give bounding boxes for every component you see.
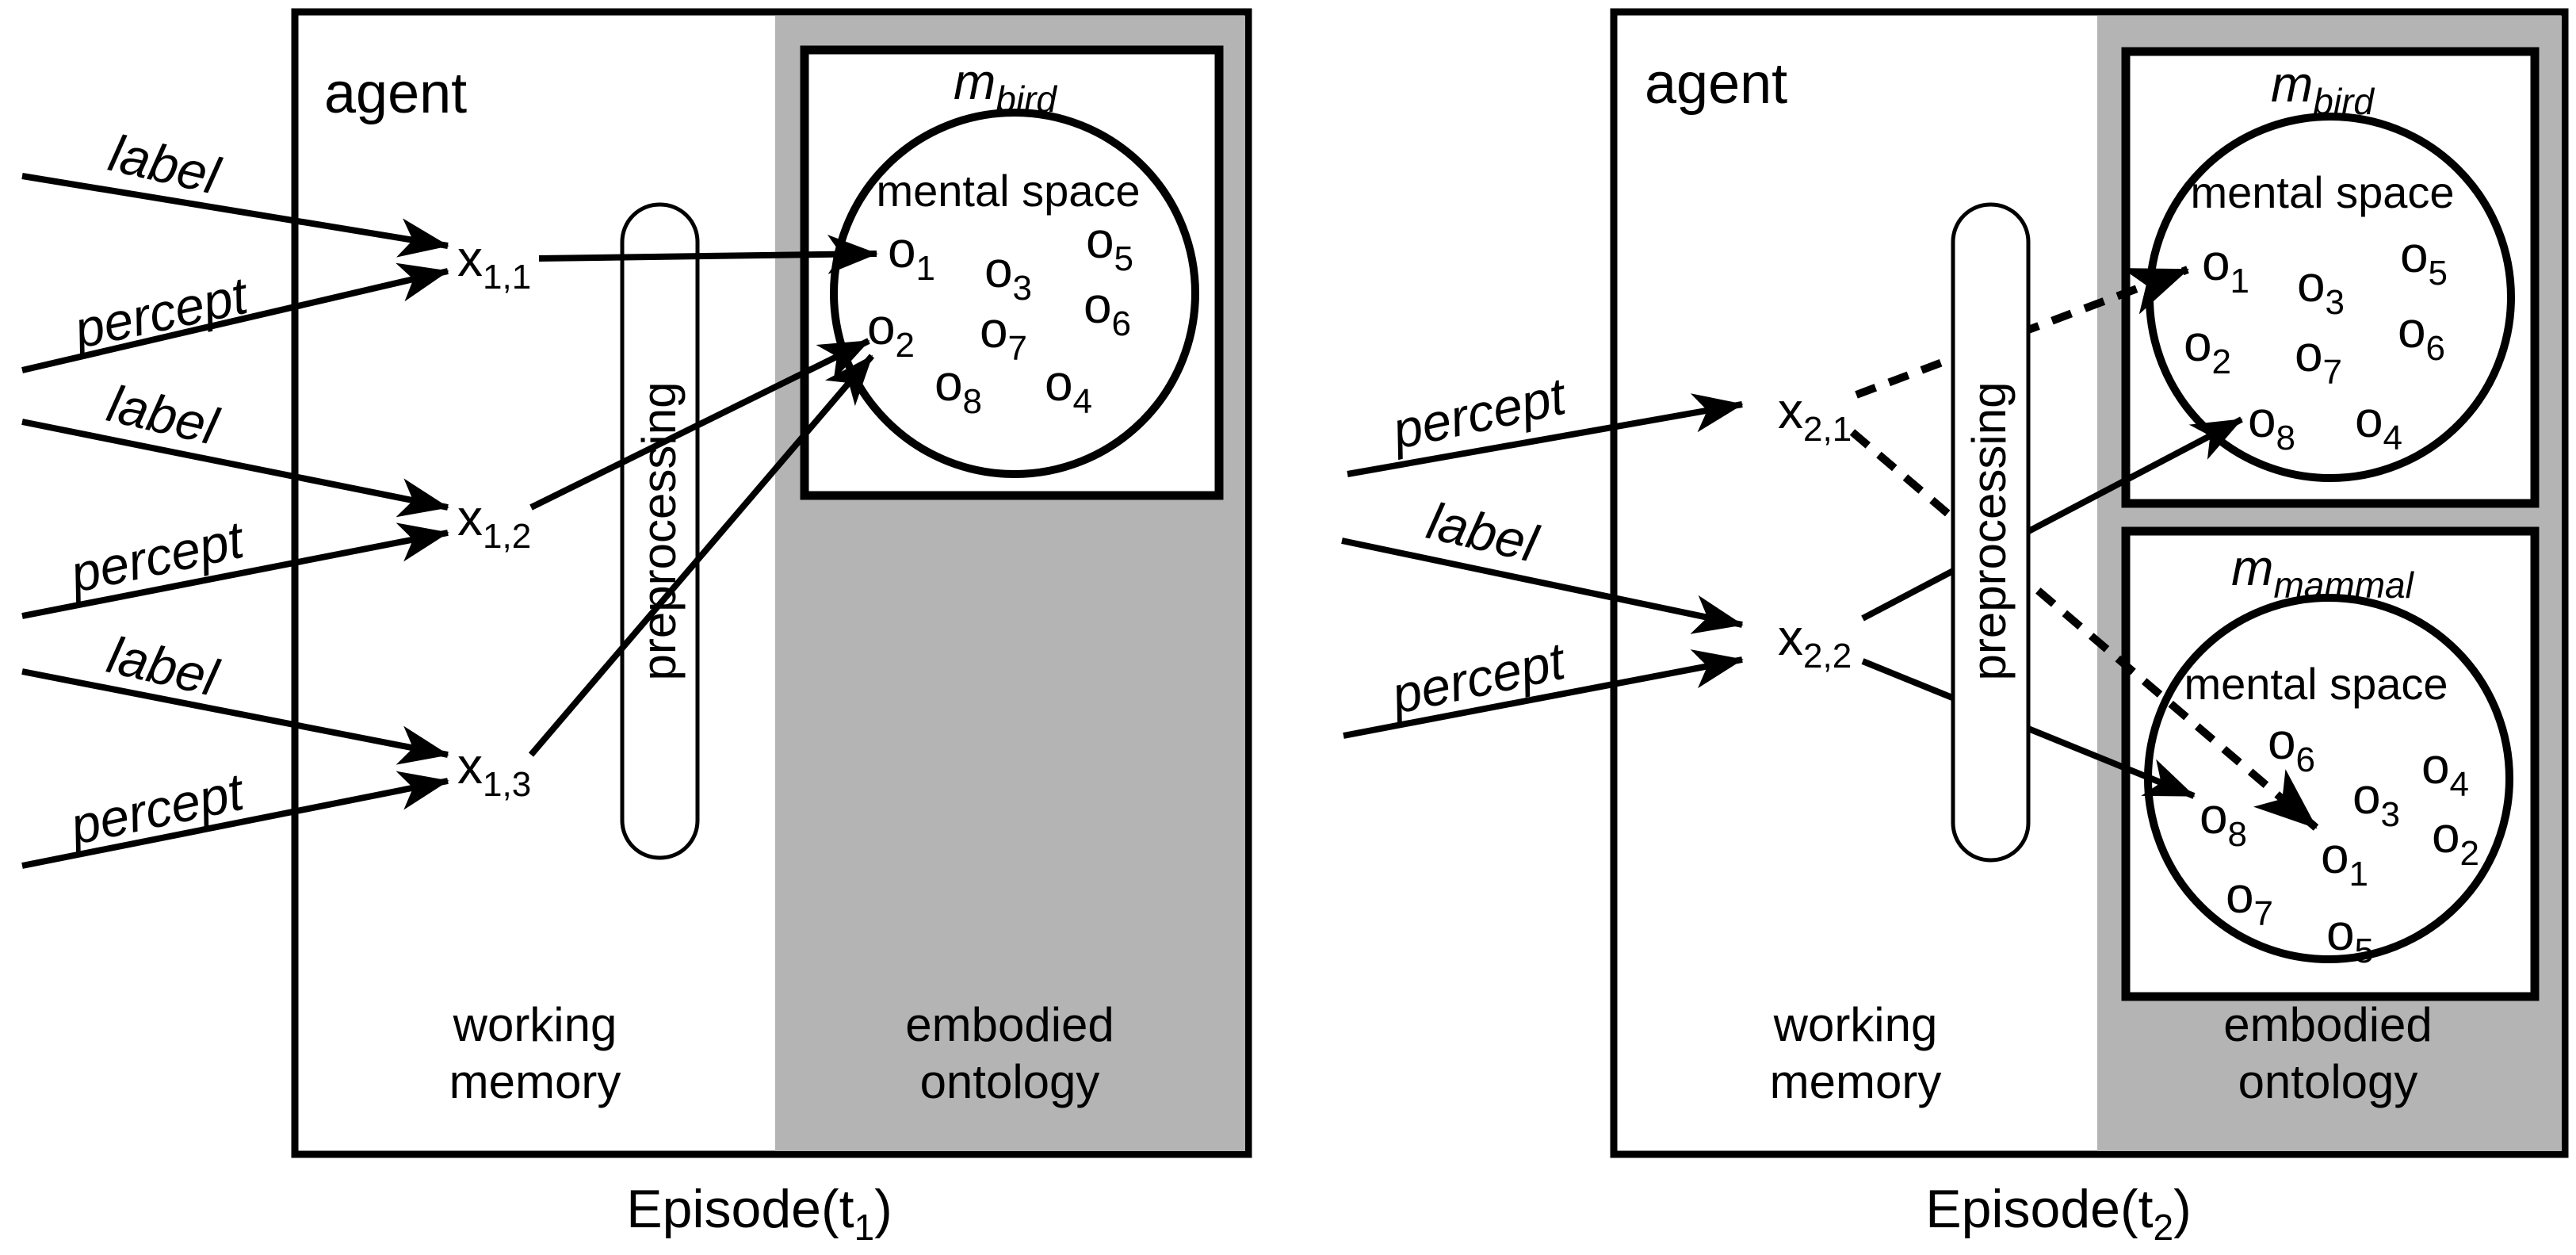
object-label-o6: o6 <box>2268 713 2315 779</box>
object-label-o7: o7 <box>980 301 1027 368</box>
x-node-1-3: x1,3 <box>457 737 531 804</box>
x-node-1-1: x1,1 <box>457 230 531 297</box>
arrow-x13-to-o2 <box>528 354 875 757</box>
object-label-o8: o8 <box>2200 787 2247 854</box>
input-arrows-t1 <box>21 173 449 869</box>
object-label-o7: o7 <box>2226 867 2273 933</box>
x-node-1-2: x1,2 <box>457 489 531 556</box>
object-label-o4: o4 <box>1045 354 1092 421</box>
preprocessing-box <box>1951 202 2031 863</box>
label-arrow-1 <box>1341 538 1744 634</box>
x-node-2-1: x2,1 <box>1778 382 1852 449</box>
agent-label: agent <box>1645 52 1787 116</box>
label-arrow-2 <box>21 419 449 518</box>
working-memory-line1: working <box>453 998 617 1051</box>
object-label-o6: o6 <box>2398 301 2445 368</box>
mbird-title: mbird <box>954 53 1057 120</box>
object-label-o1: o1 <box>2321 827 2368 893</box>
embodied-ontology-line2: ontology <box>2238 1055 2418 1108</box>
object-label-o4: o4 <box>2355 391 2402 457</box>
episode-t1-caption: Episode(t1) <box>626 1179 892 1248</box>
working-memory-line2: memory <box>1770 1055 1942 1108</box>
object-label-o1: o1 <box>888 221 935 288</box>
arrow-x22-to-bird-o8 <box>1861 416 2243 622</box>
object-label-o3: o3 <box>984 241 1032 308</box>
object-label-o2: o2 <box>867 298 915 365</box>
panel-episode-t2: agent percept label percept x2,1 x2,2 pr… <box>1341 8 2569 1248</box>
preprocessing-label: preprocessing <box>1963 382 2016 681</box>
embodied-ontology-line2: ontology <box>920 1055 1100 1108</box>
input-label-1: percept <box>1385 365 1572 460</box>
object-label-o5: o5 <box>1086 212 1133 278</box>
object-label-o5: o5 <box>2326 904 2374 970</box>
object-label-o3: o3 <box>2297 255 2345 322</box>
mmammal-mental-space-label: mental space <box>2184 659 2448 709</box>
preprocessing-box <box>620 202 700 860</box>
mbird-mental-space-label: mental space <box>876 166 1140 216</box>
binding-arrows-t1 <box>528 234 878 757</box>
input-label-2: percept <box>67 265 254 359</box>
label-arrow-3 <box>21 668 449 765</box>
input-label-5: label <box>102 625 225 707</box>
embodied-ontology-line1: embodied <box>2223 998 2433 1051</box>
mbird-mental-space-label: mental space <box>2190 167 2454 217</box>
mbird-mental-space-circle <box>830 109 1199 478</box>
dashed-arrow-x21-to-mammal-o1 <box>1849 429 2319 831</box>
percept-arrow-2 <box>21 522 449 619</box>
object-label-o1: o1 <box>2202 234 2249 300</box>
episode-t2-caption: Episode(t2) <box>1925 1179 2192 1248</box>
arrow-x12-to-o2 <box>529 338 870 511</box>
object-label-o7: o7 <box>2295 325 2342 392</box>
object-label-o5: o5 <box>2400 226 2448 293</box>
object-label-o8: o8 <box>934 354 982 421</box>
object-label-o3: o3 <box>2352 767 2400 834</box>
object-label-o8: o8 <box>2248 391 2295 457</box>
embodied-ontology-line1: embodied <box>905 998 1114 1051</box>
object-label-o6: o6 <box>1084 277 1131 343</box>
percept-arrow-2 <box>1343 649 1744 739</box>
input-arrows-t2 <box>1341 393 1744 739</box>
label-arrow-1 <box>21 173 449 258</box>
object-label-o4: o4 <box>2421 737 2469 804</box>
agent-label: agent <box>324 62 467 125</box>
x-node-2-2: x2,2 <box>1778 609 1852 675</box>
panel-episode-t1: agent label percept label percept label … <box>21 8 1252 1248</box>
working-memory-line1: working <box>1773 998 1938 1051</box>
mbird-title: mbird <box>2271 55 2375 122</box>
working-memory-line2: memory <box>449 1055 621 1108</box>
object-label-o2: o2 <box>2184 315 2231 381</box>
percept-arrow-1 <box>1347 393 1744 477</box>
mmammal-title: mmammal <box>2231 539 2414 606</box>
arrow-x11-to-o1 <box>538 234 878 274</box>
preprocessing-label: preprocessing <box>633 382 686 681</box>
percept-arrow-3 <box>21 771 449 869</box>
percept-arrow-1 <box>21 262 449 373</box>
object-label-o2: o2 <box>2432 806 2479 873</box>
